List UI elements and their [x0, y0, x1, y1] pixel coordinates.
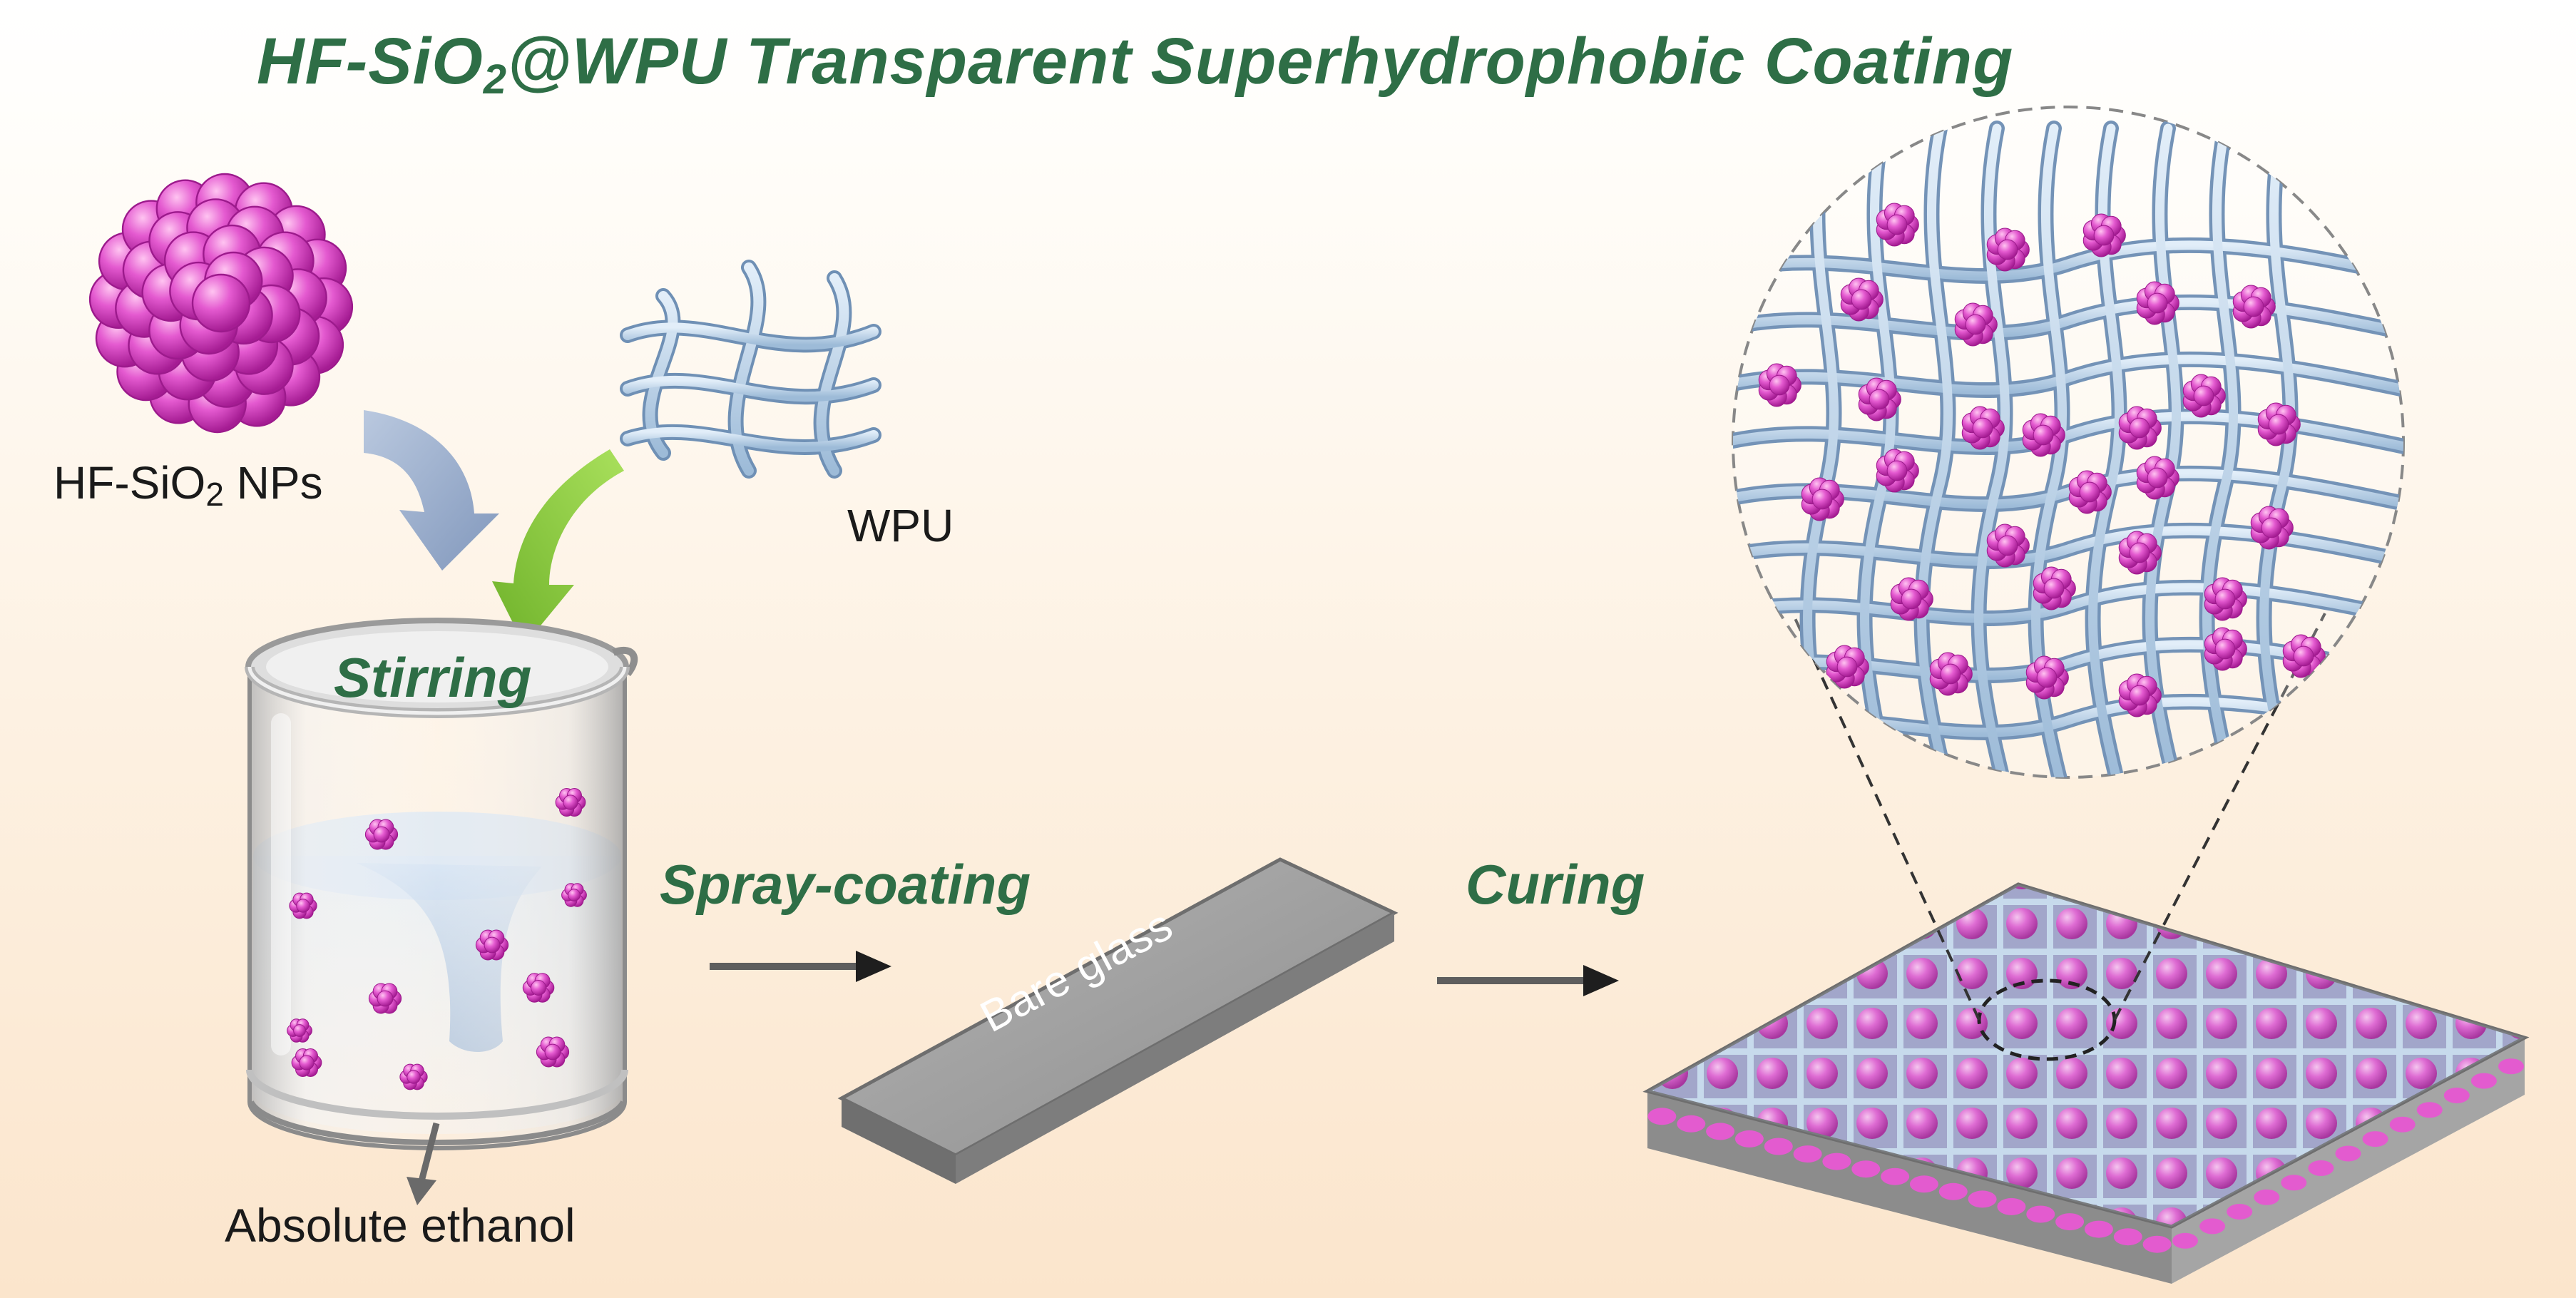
magnified-nanoparticle	[1961, 406, 2005, 450]
magnified-nanoparticle	[1876, 449, 1919, 493]
ethanol-pointer-line	[417, 1122, 440, 1185]
label-absolute-ethanol: Absolute ethanol	[225, 1199, 576, 1252]
nanoparticle-cluster-icon	[88, 173, 354, 434]
magnified-nanoparticle	[1858, 377, 1901, 421]
label-hf-sio2-nps: HF-SiO2 NPs	[53, 457, 323, 513]
spray-coating-arrow-icon	[710, 951, 891, 982]
step-stirring: Stirring	[334, 646, 532, 709]
suspended-nanoparticle	[291, 1048, 322, 1077]
magnified-nanoparticle	[1840, 277, 1884, 322]
suspended-nanoparticle	[555, 788, 586, 817]
silica-sphere	[191, 273, 251, 333]
magnified-nanoparticle	[2068, 470, 2112, 514]
magnified-view-icon	[1732, 106, 2405, 779]
green-curved-arrow-icon	[492, 449, 624, 645]
magnified-nanoparticle	[2182, 374, 2226, 418]
magnified-nanoparticle	[2118, 531, 2162, 575]
suspended-nanoparticle	[561, 883, 587, 907]
magnified-nanoparticle	[2282, 634, 2326, 678]
page-title: HF-SiO2@WPU Transparent Superhydrophobic…	[257, 25, 2014, 103]
magnified-nanoparticle	[1929, 652, 1973, 696]
suspended-nanoparticle	[536, 1036, 570, 1068]
suspended-nanoparticle	[475, 929, 509, 961]
suspended-nanoparticle	[368, 983, 402, 1014]
label-wpu: WPU	[847, 500, 954, 551]
magnified-nanoparticle	[1876, 203, 1919, 247]
magnified-nanoparticle	[1758, 363, 1801, 407]
magnified-nanoparticle	[2204, 627, 2247, 671]
magnified-nanoparticle	[1801, 477, 1844, 521]
magnified-nanoparticle	[2204, 577, 2247, 621]
magnified-nanoparticle	[2033, 566, 2076, 610]
magnified-nanoparticle	[2136, 456, 2179, 500]
magnified-nanoparticle	[2118, 673, 2162, 717]
magnified-nanoparticle	[1890, 577, 1933, 621]
magnified-nanoparticle	[2136, 281, 2179, 325]
ethanol-pointer-arrowhead	[407, 1177, 436, 1205]
magnified-nanoparticle	[1986, 523, 2030, 568]
magnified-nanoparticle	[2250, 506, 2294, 550]
curing-arrow-icon	[1437, 965, 1619, 996]
magnified-nanoparticle	[1986, 228, 2030, 272]
glass-slide-icon	[837, 857, 1399, 1184]
magnified-nanoparticle	[2118, 406, 2162, 450]
step-spray-coating: Spray-coating	[660, 853, 1031, 916]
suspended-nanoparticle	[399, 1063, 428, 1090]
magnified-nanoparticle	[1826, 645, 1869, 689]
magnified-nanoparticle	[2232, 285, 2276, 329]
step-curing: Curing	[1466, 853, 1645, 916]
suspended-nanoparticle	[287, 1018, 312, 1043]
beaker-icon	[245, 618, 638, 1150]
magnified-nanoparticle	[2022, 413, 2065, 457]
suspended-nanoparticle	[364, 819, 399, 850]
suspended-nanoparticle	[289, 892, 317, 919]
magnified-nanoparticle	[2257, 402, 2301, 446]
blue-curved-arrow-icon	[364, 410, 499, 571]
magnified-nanoparticle	[2082, 213, 2126, 257]
coated-surface-icon	[1642, 882, 2530, 1284]
magnified-nanoparticle	[1954, 302, 1998, 347]
polymer-network-icon	[620, 260, 881, 479]
suspended-nanoparticle	[522, 973, 555, 1003]
magnified-nanoparticle	[2025, 655, 2069, 700]
